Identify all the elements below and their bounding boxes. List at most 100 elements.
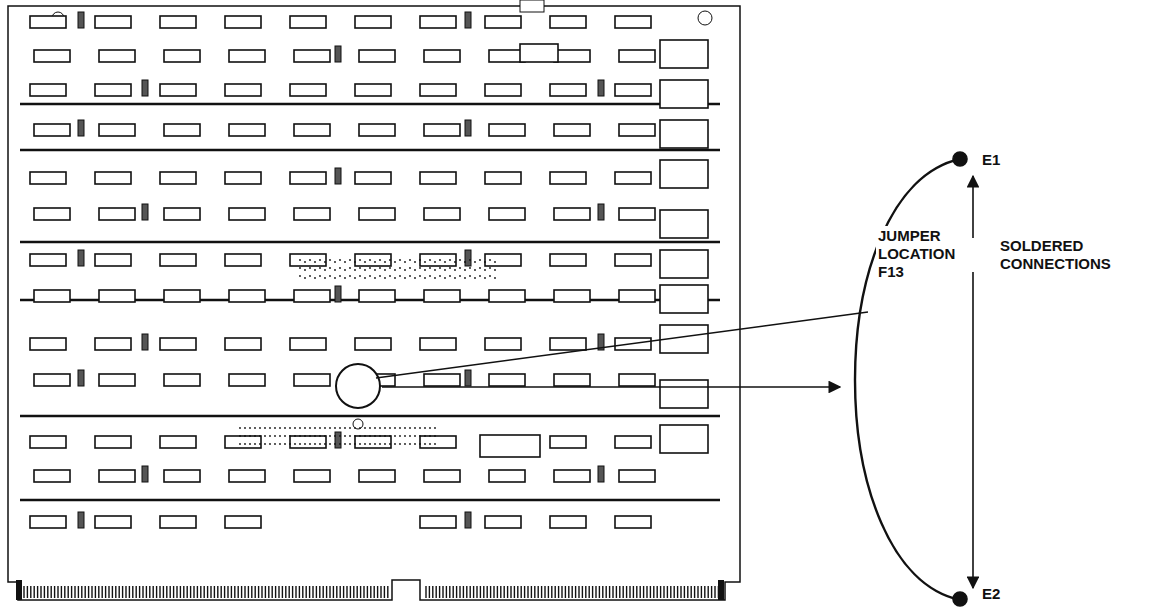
via-dot: [374, 435, 376, 437]
via-dot: [384, 435, 386, 437]
ic-chip: [420, 172, 456, 184]
edge-finger: [459, 586, 460, 598]
via-dot: [294, 427, 296, 429]
ic-chip: [355, 16, 391, 28]
edge-finger: [544, 586, 545, 598]
edge-finger: [657, 586, 658, 598]
ic-chip: [229, 208, 265, 220]
edge-finger: [326, 586, 327, 598]
edge-finger: [340, 586, 341, 598]
via-dot: [494, 261, 496, 263]
ic-chip: [290, 254, 326, 266]
edge-finger: [636, 586, 637, 598]
ic-chip: [615, 16, 651, 28]
edge-finger: [510, 586, 511, 598]
bus-trace: [20, 241, 720, 244]
via-dot: [329, 259, 331, 261]
resistor-symbol: [598, 204, 604, 220]
edge-finger: [466, 586, 467, 598]
via-dot: [414, 269, 416, 271]
via-dot: [434, 277, 436, 279]
via-dot: [379, 275, 381, 277]
edge-finger: [350, 586, 351, 598]
via-dot: [349, 427, 351, 429]
ic-chip: [550, 172, 586, 184]
via-dot: [394, 269, 396, 271]
edge-finger: [555, 586, 556, 598]
ic-chip: [355, 84, 391, 96]
edge-finger: [30, 586, 31, 598]
via-dot: [374, 427, 376, 429]
via-dot: [359, 435, 361, 437]
via-dot: [249, 443, 251, 445]
ic-chip: [619, 208, 655, 220]
via-dot: [329, 435, 331, 437]
ic-chip: [290, 172, 326, 184]
via-dot: [314, 435, 316, 437]
via-dot: [329, 275, 331, 277]
via-dot: [334, 261, 336, 263]
edge-finger: [135, 586, 136, 598]
via-dot: [299, 435, 301, 437]
via-dot: [474, 269, 476, 271]
ic-chip: [359, 124, 395, 136]
ic-chip: [355, 338, 391, 350]
via-dot: [274, 427, 276, 429]
ic-chip: [424, 50, 460, 62]
edge-finger: [534, 586, 535, 598]
mount-hole: [698, 11, 712, 25]
resistor-symbol: [142, 80, 148, 96]
via-dot: [469, 275, 471, 277]
edge-finger: [67, 586, 68, 598]
resistor-symbol: [142, 334, 148, 350]
via-dot: [329, 443, 331, 445]
ic-chip: [660, 425, 708, 453]
via-dot: [339, 259, 341, 261]
via-dot: [284, 435, 286, 437]
via-dot: [304, 443, 306, 445]
edge-finger: [71, 586, 72, 598]
via-dot: [359, 259, 361, 261]
resistor-symbol: [335, 46, 341, 62]
via-dot: [309, 259, 311, 261]
via-dot: [419, 443, 421, 445]
via-dot: [409, 443, 411, 445]
pad-label: E1: [980, 150, 1024, 170]
via-dot: [309, 275, 311, 277]
ic-chip: [30, 338, 66, 350]
via-dot: [359, 267, 361, 269]
via-dot: [269, 427, 271, 429]
via-dot: [299, 267, 301, 269]
edge-finger: [346, 586, 347, 598]
ic-chip: [420, 16, 456, 28]
edge-finger: [606, 586, 607, 598]
via-dot: [334, 277, 336, 279]
edge-finger: [626, 586, 627, 598]
edge-finger: [244, 586, 245, 598]
via-dot: [239, 443, 241, 445]
via-dot: [324, 277, 326, 279]
edge-finger: [497, 586, 498, 598]
via-dot: [314, 261, 316, 263]
via-dot: [454, 269, 456, 271]
ic-chip: [554, 290, 590, 302]
ic-chip: [225, 84, 261, 96]
ic-chip: [485, 84, 521, 96]
ic-chip: [164, 290, 200, 302]
edge-finger: [173, 586, 174, 598]
resistor-symbol: [335, 286, 341, 302]
via-dot: [379, 427, 381, 429]
edge-finger: [132, 586, 133, 598]
ic-chip: [160, 172, 196, 184]
ic-chip: [619, 124, 655, 136]
edge-finger: [572, 586, 573, 598]
ic-chip: [550, 16, 586, 28]
via-dot: [489, 259, 491, 261]
via-dot: [364, 269, 366, 271]
via-dot: [244, 443, 246, 445]
via-dot: [259, 435, 261, 437]
edge-finger: [336, 586, 337, 598]
via-dot: [379, 435, 381, 437]
ic-chip: [95, 84, 131, 96]
ic-chip: [99, 124, 135, 136]
